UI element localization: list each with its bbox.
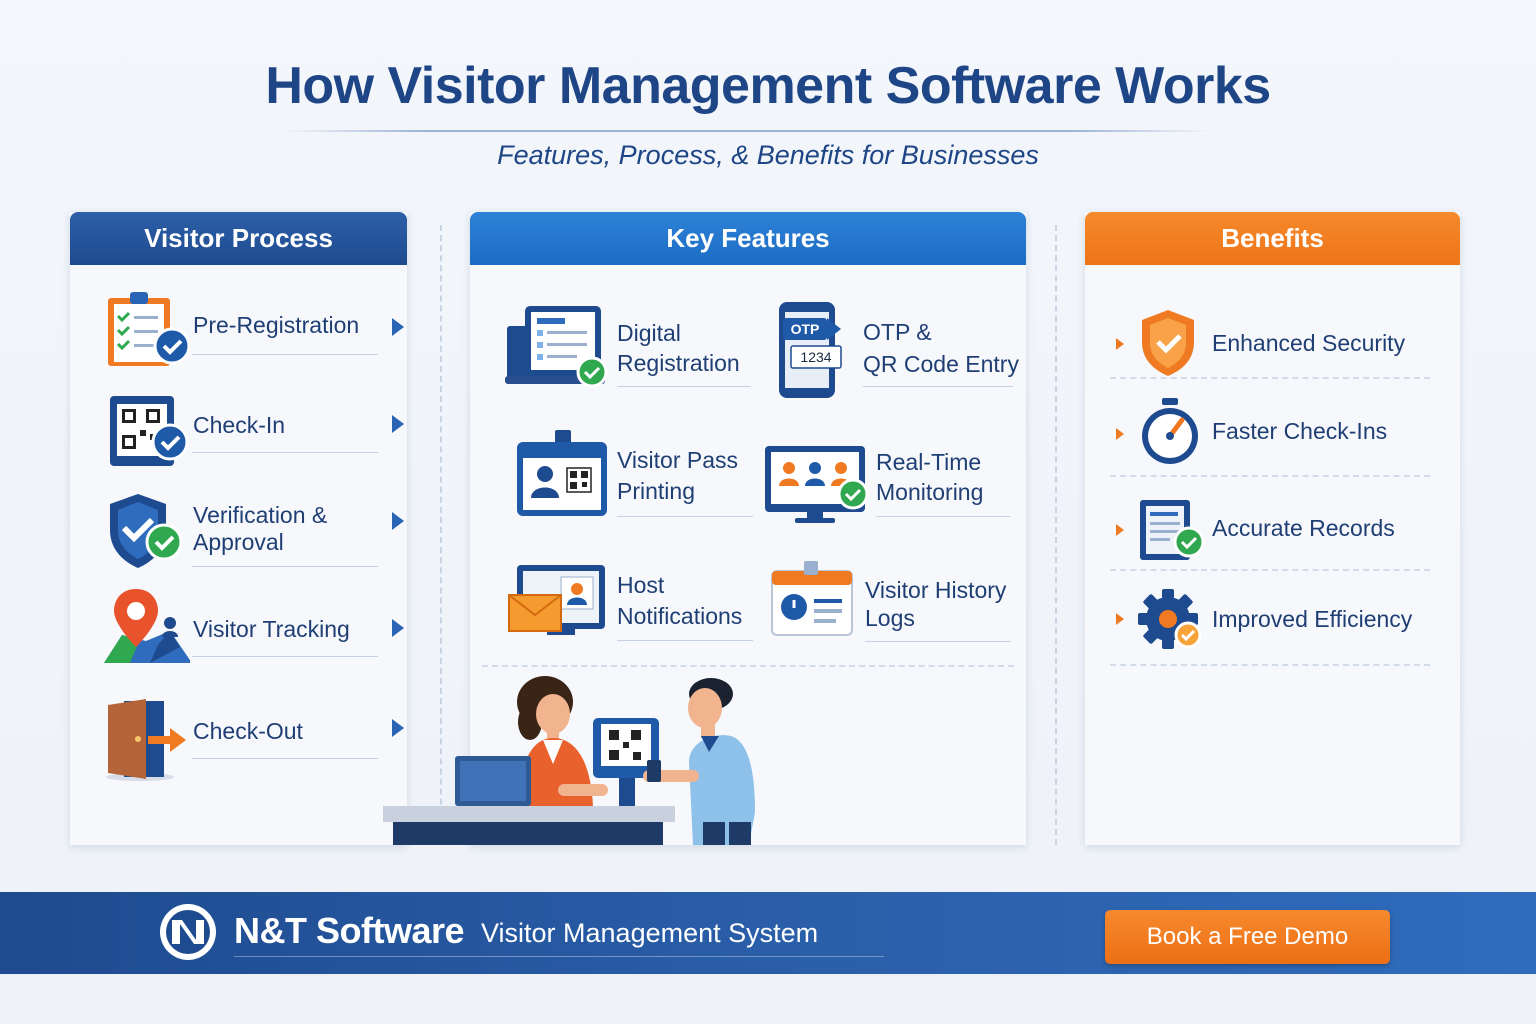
row-divider: [865, 641, 1011, 642]
reception-desk-illustration: [383, 676, 755, 845]
page-subtitle: Features, Process, & Benefits for Busine…: [497, 140, 1039, 170]
feature-label: Visitor Pass: [617, 447, 739, 473]
benefit-accurate-records: Accurate Records: [1100, 496, 1440, 586]
process-item-label: Verification &: [193, 502, 328, 528]
feature-label-line2: Notifications: [617, 603, 743, 629]
chevron-right-icon[interactable]: [392, 318, 404, 336]
row-divider: [617, 516, 753, 517]
row-divider: [192, 452, 378, 453]
process-item-visitor-tracking[interactable]: Visitor Tracking: [100, 585, 410, 675]
id-badge-icon: [517, 430, 607, 516]
row-divider: [192, 354, 378, 355]
row-divider: [192, 758, 378, 759]
process-item-check-in[interactable]: Check-In: [100, 390, 410, 480]
feature-label-line2: Printing: [617, 478, 695, 504]
row-divider: [1110, 569, 1430, 571]
book-demo-button[interactable]: Book a Free Demo: [1105, 910, 1390, 964]
page-title: How Visitor Management Software Works: [265, 57, 1271, 115]
feature-digital-registration[interactable]: Digital Registration: [503, 300, 753, 400]
feature-label-line2: Registration: [617, 350, 740, 376]
feature-label: OTP &: [863, 319, 932, 345]
chevron-right-icon[interactable]: [392, 619, 404, 637]
benefit-label: Improved Efficiency: [1212, 606, 1413, 632]
benefit-faster-check-ins: Faster Check-Ins: [1100, 398, 1440, 488]
row-divider: [863, 386, 1013, 387]
row-divider: [1110, 664, 1430, 666]
feature-real-time-monitoring[interactable]: Real-Time Monitoring: [763, 430, 1013, 530]
feature-label: Visitor History: [865, 577, 1007, 603]
bullet-icon: [1116, 338, 1124, 350]
footer-bar: N&T Software Visitor Management System B…: [0, 892, 1536, 974]
envelope-screen-icon: [508, 565, 605, 635]
row-divider: [192, 566, 378, 567]
shield-check-icon: [110, 494, 183, 568]
chevron-right-icon[interactable]: [392, 415, 404, 433]
feature-host-notifications[interactable]: Host Notifications: [503, 555, 753, 655]
gear-check-icon: [1138, 589, 1202, 649]
map-pin-icon: [104, 589, 190, 663]
benefit-label: Enhanced Security: [1212, 330, 1406, 356]
phone-otp-icon: OTP 1234: [779, 302, 842, 398]
process-item-pre-registration[interactable]: Pre-Registration: [100, 290, 410, 380]
bullet-icon: [1116, 613, 1124, 625]
feature-label-line2: Monitoring: [876, 479, 984, 505]
otp-tag: OTP: [791, 321, 820, 337]
feature-label: Real-Time: [876, 449, 982, 475]
benefit-enhanced-security: Enhanced Security: [1100, 308, 1440, 398]
column-divider: [1055, 225, 1057, 845]
otp-code: 1234: [800, 349, 831, 365]
benefit-label: Faster Check-Ins: [1212, 418, 1388, 444]
visitor-process-heading: Visitor Process: [70, 212, 407, 265]
brand-logo-icon: [160, 904, 216, 960]
brand-divider: [234, 956, 884, 957]
row-divider: [192, 656, 378, 657]
feature-otp-qr-code-entry[interactable]: OTP 1234 OTP & QR Code Entry: [775, 300, 1025, 400]
key-features-heading: Key Features: [470, 212, 1026, 265]
clipboard-check-icon: [108, 292, 190, 366]
process-item-verification-approval[interactable]: Verification & Approval: [100, 490, 410, 580]
process-item-label: Pre-Registration: [193, 312, 360, 338]
chevron-right-icon[interactable]: [392, 719, 404, 737]
process-item-label: Check-Out: [193, 718, 303, 744]
bullet-icon: [1116, 524, 1124, 536]
benefit-label: Accurate Records: [1212, 515, 1395, 541]
column-divider: [440, 225, 442, 845]
feature-label: Digital: [617, 320, 681, 346]
feature-label: Host: [617, 572, 665, 598]
bullet-icon: [1116, 428, 1124, 440]
benefit-improved-efficiency: Improved Efficiency: [1100, 587, 1440, 677]
stopwatch-icon: [1142, 398, 1198, 464]
feature-label-line2: QR Code Entry: [863, 351, 1019, 377]
features-divider: [482, 665, 1014, 667]
row-divider: [1110, 475, 1430, 477]
title-divider: [285, 130, 1210, 132]
row-divider: [617, 386, 751, 387]
document-check-icon: [1140, 500, 1205, 560]
feature-visitor-history-logs[interactable]: Visitor History Logs: [768, 555, 1018, 655]
door-exit-icon: [106, 699, 186, 781]
process-item-label: Check-In: [193, 412, 286, 438]
row-divider: [876, 516, 1010, 517]
monitor-people-icon: [765, 446, 869, 523]
feature-label-line2: Logs: [865, 605, 915, 631]
qr-code-check-icon: [110, 396, 189, 466]
feature-visitor-pass-printing[interactable]: Visitor Pass Printing: [503, 430, 753, 530]
row-divider: [617, 640, 753, 641]
process-item-label-line2: Approval: [193, 529, 284, 555]
process-item-label: Visitor Tracking: [193, 616, 350, 642]
process-item-check-out[interactable]: Check-Out: [100, 695, 410, 785]
laptop-form-icon: [505, 306, 608, 388]
shield-icon: [1142, 310, 1194, 376]
row-divider: [1110, 377, 1430, 379]
brand-name: N&T Software: [234, 910, 465, 951]
benefits-heading: Benefits: [1085, 212, 1460, 265]
calendar-log-icon: [771, 561, 853, 636]
brand-tagline: Visitor Management System: [481, 918, 819, 948]
chevron-right-icon[interactable]: [392, 512, 404, 530]
